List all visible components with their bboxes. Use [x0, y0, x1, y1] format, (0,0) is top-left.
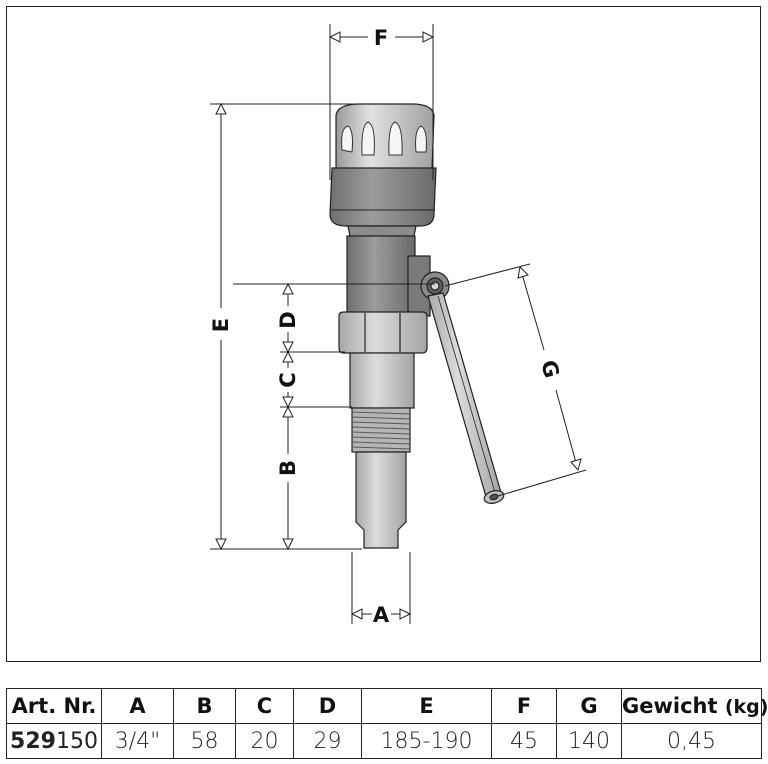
drawing-frame	[6, 6, 761, 662]
header-weight-unit: (kg)	[724, 696, 768, 718]
header-weight-label: Gewicht	[622, 694, 718, 718]
cell-d: 29	[293, 723, 362, 759]
table-row: 529150 3/4" 58 20 29 185-190 45 140 0,45	[6, 723, 762, 759]
cell-f: 45	[491, 723, 557, 759]
dimension-label-c: C	[276, 372, 300, 387]
art-nr-prefix: 529	[10, 728, 56, 754]
dimension-label-a: A	[373, 603, 390, 627]
dimension-label-d: D	[276, 311, 300, 328]
header-b: B	[173, 688, 236, 724]
dimension-lines	[210, 24, 587, 624]
cell-g: 140	[556, 723, 622, 759]
header-e: E	[361, 688, 492, 724]
art-nr-suffix: 150	[55, 728, 98, 754]
cell-a: 3/4"	[101, 723, 174, 759]
valve-diagram: F E D C B A G	[209, 24, 587, 627]
cell-e: 185-190	[361, 723, 492, 759]
cell-art-nr: 529150	[6, 723, 102, 759]
dimension-label-f: F	[374, 26, 388, 50]
header-d: D	[293, 688, 362, 724]
header-a: A	[101, 688, 174, 724]
dimension-label-e: E	[209, 318, 233, 332]
spec-table: Art. Nr. A B C D E F G Gewicht (kg) 5291…	[6, 688, 768, 759]
header-f: F	[491, 688, 557, 724]
header-weight: Gewicht (kg)	[621, 688, 768, 724]
header-g: G	[556, 688, 622, 724]
cell-b: 58	[173, 723, 236, 759]
valve-body	[329, 103, 505, 549]
dimension-label-b: B	[276, 460, 300, 476]
header-art-nr: Art. Nr.	[6, 688, 102, 724]
cell-weight: 0,45	[621, 723, 762, 759]
spec-table-header: Art. Nr. A B C D E F G Gewicht (kg)	[6, 688, 768, 724]
cell-c: 20	[235, 723, 294, 759]
header-c: C	[235, 688, 294, 724]
dimension-label-g: G	[536, 358, 564, 381]
